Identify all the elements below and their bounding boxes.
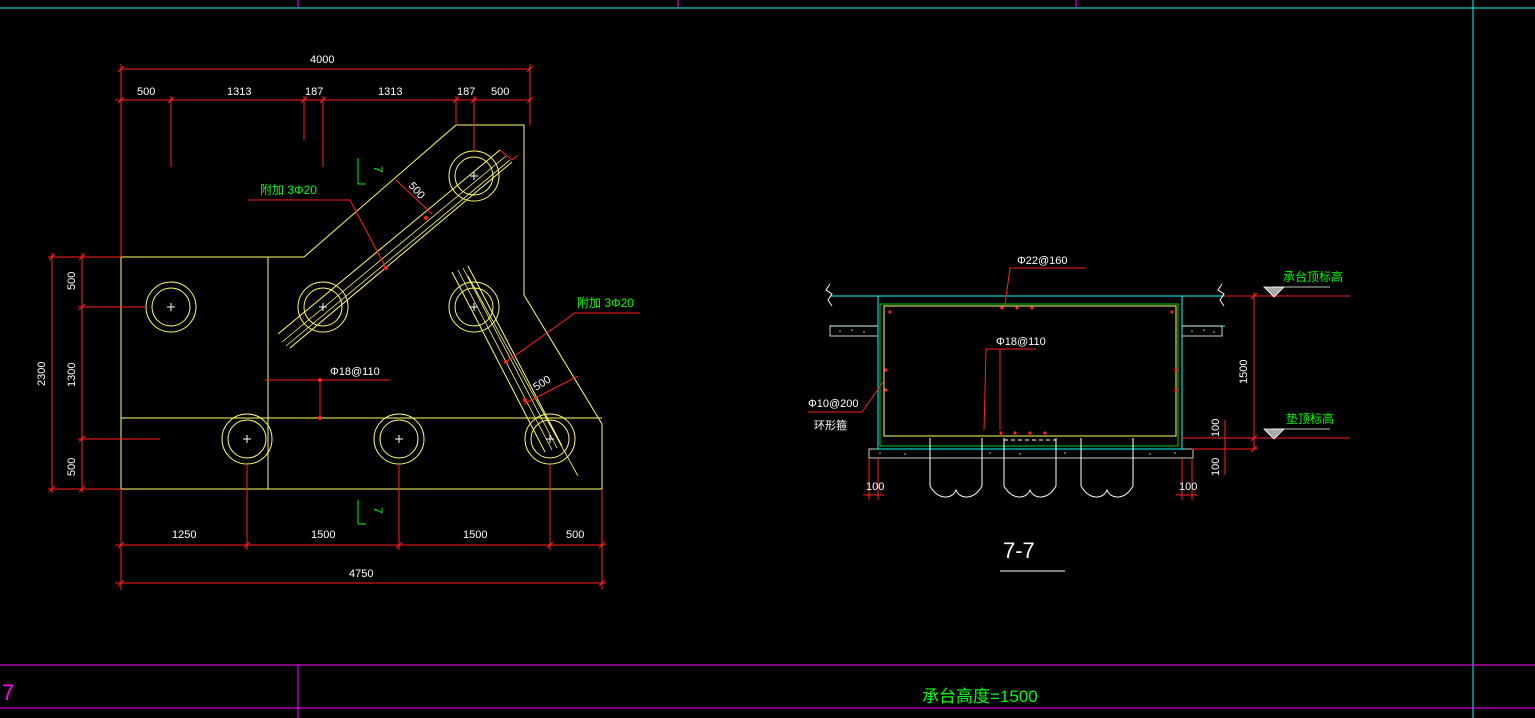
section-dimension-lines [808, 267, 1350, 500]
plan-dim-bottom-1: 1250 [172, 529, 196, 541]
plan-dim-top-6: 500 [491, 86, 509, 98]
section-dim-100-left: 100 [866, 481, 884, 493]
elevation-triangles [1263, 286, 1285, 440]
plan-rebar-add-right: 附加 3Φ20 [577, 296, 634, 310]
cap-height-note: 承台高度=1500 [922, 687, 1038, 706]
plan-rebar-lines [281, 155, 579, 477]
section-cap-body [877, 295, 1183, 450]
section-cut-label-bottom: 7 [371, 507, 385, 514]
plan-rebar-dots [318, 216, 527, 420]
plan-rebar-add-upper: 附加 3Φ20 [260, 183, 317, 197]
plan-dimension-lines [48, 64, 640, 590]
plan-dim-top-1: 500 [137, 86, 155, 98]
section-cut-marker-top [357, 158, 366, 185]
section-bottom-rebar: Φ18@110 [996, 336, 1046, 348]
section-dim-100-b: 100 [1210, 458, 1222, 476]
plan-dim-bottom-segments: 1250 1500 1500 500 [172, 529, 584, 541]
section-cut-marker-bottom [357, 500, 366, 525]
section-stirrup: Φ10@200 [808, 398, 859, 410]
plan-dim-left-1: 500 [66, 272, 78, 290]
section-dim-100-right: 100 [1179, 481, 1197, 493]
pile [448, 281, 500, 333]
piles [145, 150, 576, 465]
section-top-rebar: Φ22@160 [1017, 255, 1068, 267]
plan-dim-overall-left: 2300 [36, 362, 48, 386]
plan-outline [120, 124, 603, 490]
plan-rebar-main: Φ18@110 [330, 366, 380, 378]
plan-dim-top-2: 1313 [227, 86, 251, 98]
section-piles [929, 438, 1134, 498]
elevation-bottom-label: 垫顶标高 [1286, 411, 1334, 426]
plan-dim-left-2: 1300 [66, 363, 78, 387]
elevation-top-label: 承台顶标高 [1283, 269, 1343, 284]
section-height-dim: 1500 [1238, 360, 1250, 384]
section-rebar-dots [884, 306, 1178, 435]
section-hatch-dots [839, 329, 1215, 455]
section-dim-100-a: 100 [1210, 419, 1222, 437]
plan-dim-diagonal-upper: 500 [406, 180, 427, 202]
section-title: 7-7 [1003, 538, 1035, 563]
frame-left-mark: 7 [2, 680, 14, 705]
pile [297, 281, 349, 333]
plan-dim-bottom-2: 1500 [311, 529, 335, 541]
pile-centers [167, 172, 554, 443]
plan-dim-top-3: 187 [305, 86, 323, 98]
section-stirrup-note: 环形箍 [814, 418, 847, 432]
plan-dim-left-3: 500 [66, 458, 78, 476]
plan-dim-overall-top: 4000 [310, 54, 334, 66]
plan-dim-top-5: 187 [457, 86, 475, 98]
section-cut-label-top: 7 [371, 166, 385, 173]
plan-dim-overall-bottom: 4750 [349, 568, 373, 580]
plan-dim-bottom-4: 500 [566, 529, 584, 541]
plan-dim-top-4: 1313 [378, 86, 402, 98]
section-ground-lines [825, 283, 1225, 327]
plan-dim-bottom-3: 1500 [463, 529, 487, 541]
plan-dim-top-segments: 500 1313 187 1313 187 500 [137, 86, 509, 98]
